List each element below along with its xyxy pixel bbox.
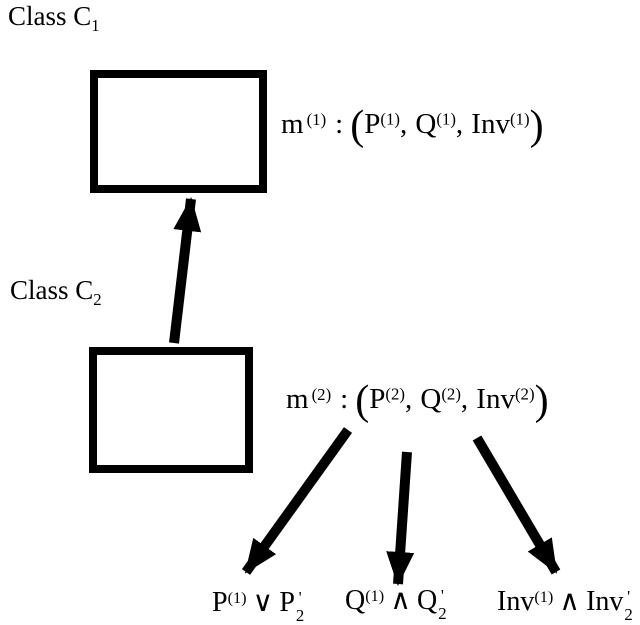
inheritance-arrow [169,197,202,344]
m1-method: m [281,108,304,140]
arrow-to-invariant [472,435,561,575]
m1-comma1: , [400,108,408,140]
m2-inv: Inv [476,383,515,415]
pre-left-sup: (1) [227,588,247,607]
m2-pre-sup: (2) [385,384,405,404]
and-operator-q: ∧ [390,585,411,616]
m1-open-paren: ( [350,102,365,149]
arrow-to-precondition [241,427,353,575]
pre-right-sub: 2 [295,605,305,625]
class-c1-label-text: Class C [8,1,92,31]
m2-open-paren: ( [355,377,370,424]
m1-post: Q [415,108,437,140]
arrow-to-postcondition [386,451,415,586]
class-c1-box [90,70,267,193]
or-operator: ∨ [252,587,274,618]
inv-right-script: '2 [624,588,632,623]
class-c2-label-sub: 2 [93,289,102,309]
combined-postcondition-expr: Q(1)∧Q'2 [345,584,447,622]
class-c1-label: Class C1 [8,1,100,35]
m1-inv-sup: (1) [509,109,530,129]
combined-invariant-expr: Inv(1)∧Inv'2 [497,585,633,623]
m2-close-paren: ) [534,377,549,424]
m2-comma2: , [460,383,469,415]
m2-pre: P [369,383,386,415]
pre-right-script: '2 [296,589,304,624]
m1-post-sup: (1) [436,109,456,129]
m1-colon: : [335,108,344,140]
m1-pre: P [364,108,381,140]
m1-pre-sup: (1) [380,109,400,129]
inv-right: Inv [586,586,624,617]
inv-right-sub: 2 [624,604,633,624]
inv-left-sup: (1) [534,587,554,606]
m1-comma2: , [455,108,464,140]
m1-method-sup: (1) [306,109,327,129]
m2-colon: : [340,383,349,415]
m2-comma1: , [405,383,413,415]
and-operator-inv: ∧ [559,586,580,617]
post-right-sub: 2 [438,603,447,623]
m1-close-paren: ) [529,102,544,149]
combined-precondition-expr: P(1)∨P'2 [212,586,304,624]
m1-spec-formula: m(1):(P(1),Q(1),Inv(1)) [281,105,544,147]
post-right: Q [416,585,438,616]
m2-post: Q [420,383,442,415]
m1-inv: Inv [471,108,510,140]
m2-method: m [286,383,309,415]
class-c2-label: Class C2 [10,275,102,309]
class-c2-label-text: Class C [10,275,94,305]
post-right-prime: ' [440,585,444,605]
post-right-script: '2 [438,587,446,622]
pre-left: P [212,587,228,618]
m2-method-sup: (2) [311,384,332,404]
m2-post-sup: (2) [441,384,461,404]
pre-right-prime: ' [298,587,302,607]
post-left-sup: (1) [365,586,385,605]
class-c2-box [89,347,253,473]
inv-left: Inv [497,586,535,617]
class-c1-label-sub: 1 [91,15,100,35]
pre-right: P [279,587,295,618]
m2-inv-sup: (2) [514,384,535,404]
m2-spec-formula: m(2):(P(2),Q(2),Inv(2)) [286,380,549,422]
post-left: Q [345,585,366,616]
inv-right-prime: ' [627,586,631,606]
